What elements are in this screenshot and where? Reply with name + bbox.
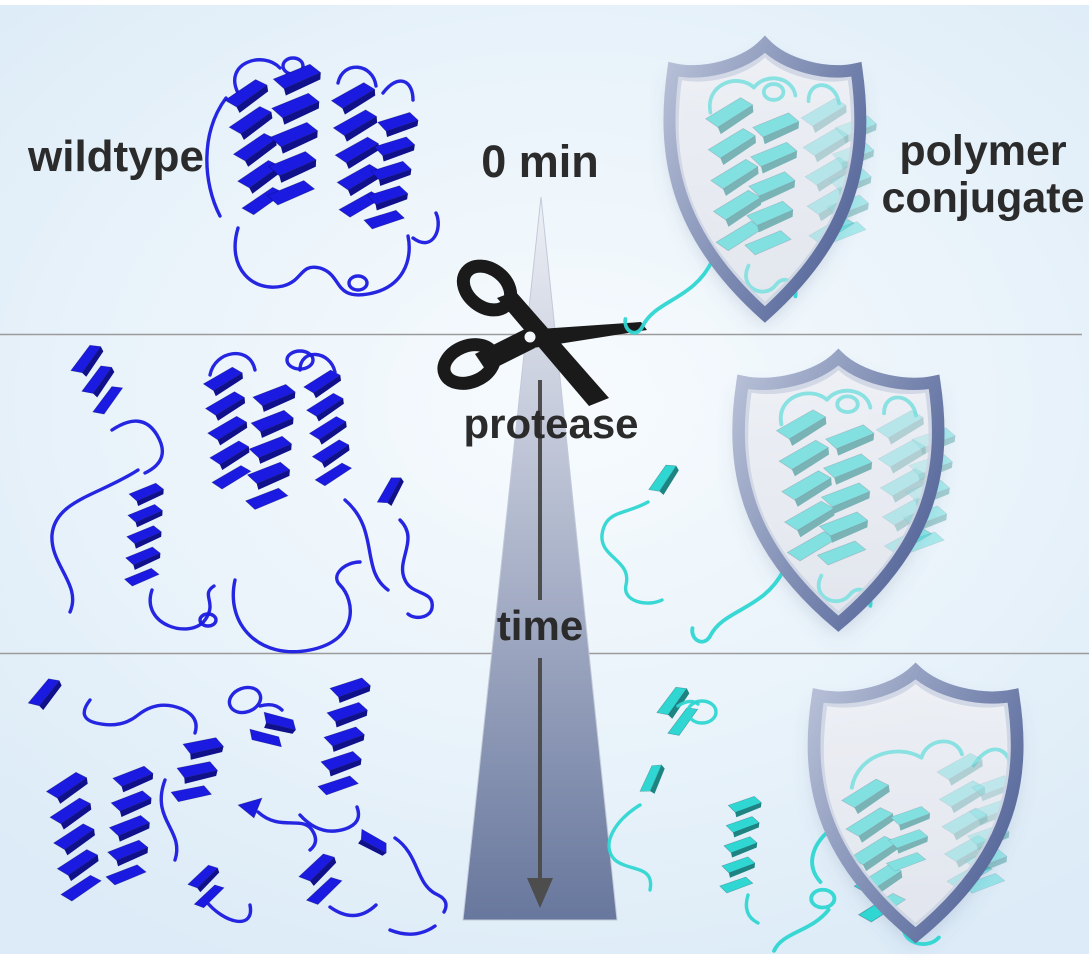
polymer-conjugate-row1 [625,44,877,332]
wildtype-label: wildtype [28,132,205,181]
protease-label: protease [463,400,639,447]
polymer-conjugate-row3 [774,671,1017,951]
time-arrow [527,380,553,908]
wildtype-protein-intact [205,56,440,297]
scissors-icon [437,259,647,406]
wildtype-protein-fragments-row2 [50,340,434,654]
wildtype-protein-fragments-row3 [21,673,448,936]
conjugate-fragment-row2 [600,460,686,605]
conjugate-fragments-row3 [607,682,763,925]
polymer-conjugate-row2 [692,357,956,642]
time-label: time [496,602,584,649]
polymer-conjugate-label: polymer conjugate [881,127,1085,222]
time-zero-label: 0 min [481,136,599,187]
